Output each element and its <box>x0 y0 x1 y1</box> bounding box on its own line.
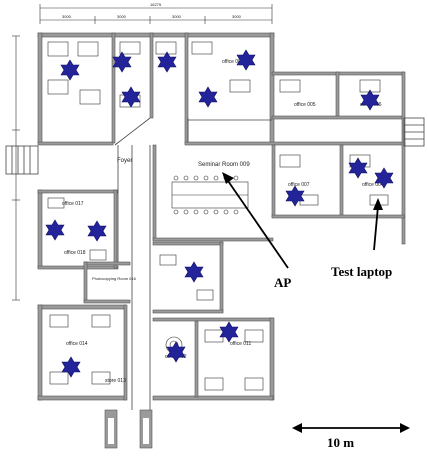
laptop-arrow <box>373 205 379 251</box>
left-dimension-lines <box>12 35 20 301</box>
marker-star <box>360 89 380 111</box>
dimension-total: 16275 <box>150 2 162 7</box>
label-seminar-room: Seminar Room 009 <box>198 162 250 168</box>
dimension-c: 3000 <box>172 14 182 19</box>
marker-star <box>348 157 368 179</box>
marker-star <box>184 261 204 283</box>
marker-star <box>60 59 80 81</box>
marker-star <box>198 86 218 108</box>
stairs <box>5 145 39 175</box>
east-stairs <box>403 117 425 147</box>
label-office-018: office 018 <box>64 250 86 256</box>
label-office-007: office 007 <box>288 182 310 188</box>
marker-star <box>157 51 177 73</box>
marker-star <box>236 49 256 71</box>
marker-star <box>121 86 141 108</box>
marker-star <box>61 356 81 378</box>
label-office-011: office 011 <box>230 341 251 347</box>
ap-label: AP <box>274 275 291 290</box>
marker-star <box>87 220 107 242</box>
label-office-017: office 017 <box>62 201 84 207</box>
laptop-arrowhead <box>373 198 383 210</box>
marker-star <box>285 185 305 207</box>
label-office-005: office 005 <box>294 102 316 108</box>
marker-star <box>45 219 65 241</box>
walls <box>37 32 406 449</box>
label-photocopy-room: Photocopying Room 016 <box>92 276 137 281</box>
ap-arrow <box>225 177 289 269</box>
scale-label: 10 m <box>327 435 354 450</box>
corridors <box>114 117 272 410</box>
dimension-b: 3000 <box>117 14 127 19</box>
label-office-009: office 009 <box>222 59 244 65</box>
scale-bar: 10 m <box>292 423 410 450</box>
label-store-013: store 013 <box>105 378 126 384</box>
label-office-004: office 004 <box>362 182 384 188</box>
marker-star <box>374 167 394 189</box>
ap-arrowhead <box>222 172 234 184</box>
marker-star <box>219 321 239 343</box>
test-laptop-label: Test laptop <box>331 264 392 279</box>
dimension-d: 3000 <box>232 14 242 19</box>
dimension-a: 3000 <box>62 14 72 19</box>
annotation-arrows <box>222 172 383 269</box>
marker-star <box>112 51 132 73</box>
measurement-markers <box>45 49 394 378</box>
top-dimension-lines: 16275 3000 3000 3000 3000 <box>39 2 273 24</box>
label-foyer: Foyer <box>117 158 132 164</box>
label-office-014: office 014 <box>66 341 88 347</box>
marker-star <box>166 341 186 363</box>
